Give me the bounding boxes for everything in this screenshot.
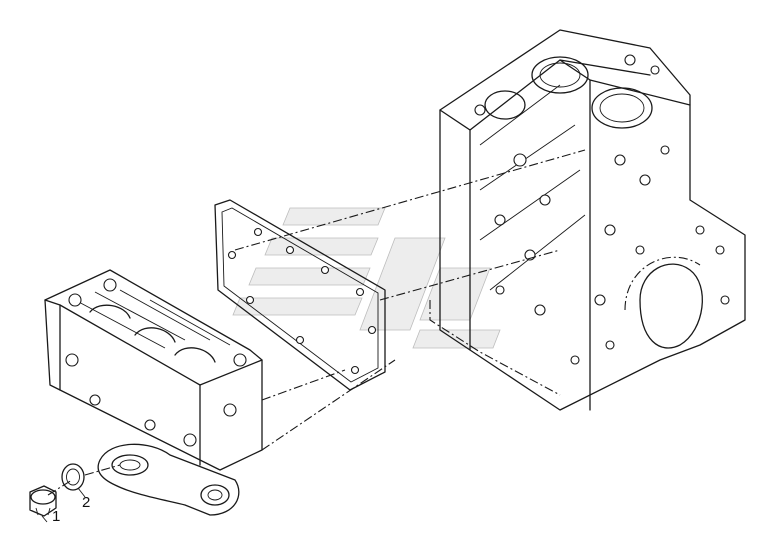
engine-block bbox=[429, 29, 746, 411]
watermark-logo bbox=[232, 207, 501, 349]
part-1-plug bbox=[29, 485, 57, 523]
part-2-sealing-ring bbox=[61, 463, 86, 498]
gasket bbox=[214, 199, 386, 391]
assembly-lines bbox=[47, 149, 586, 496]
oil-cooler-housing bbox=[44, 269, 396, 516]
callout-2-label: 2 bbox=[82, 494, 91, 511]
callout-1-label: 1 bbox=[52, 508, 61, 525]
